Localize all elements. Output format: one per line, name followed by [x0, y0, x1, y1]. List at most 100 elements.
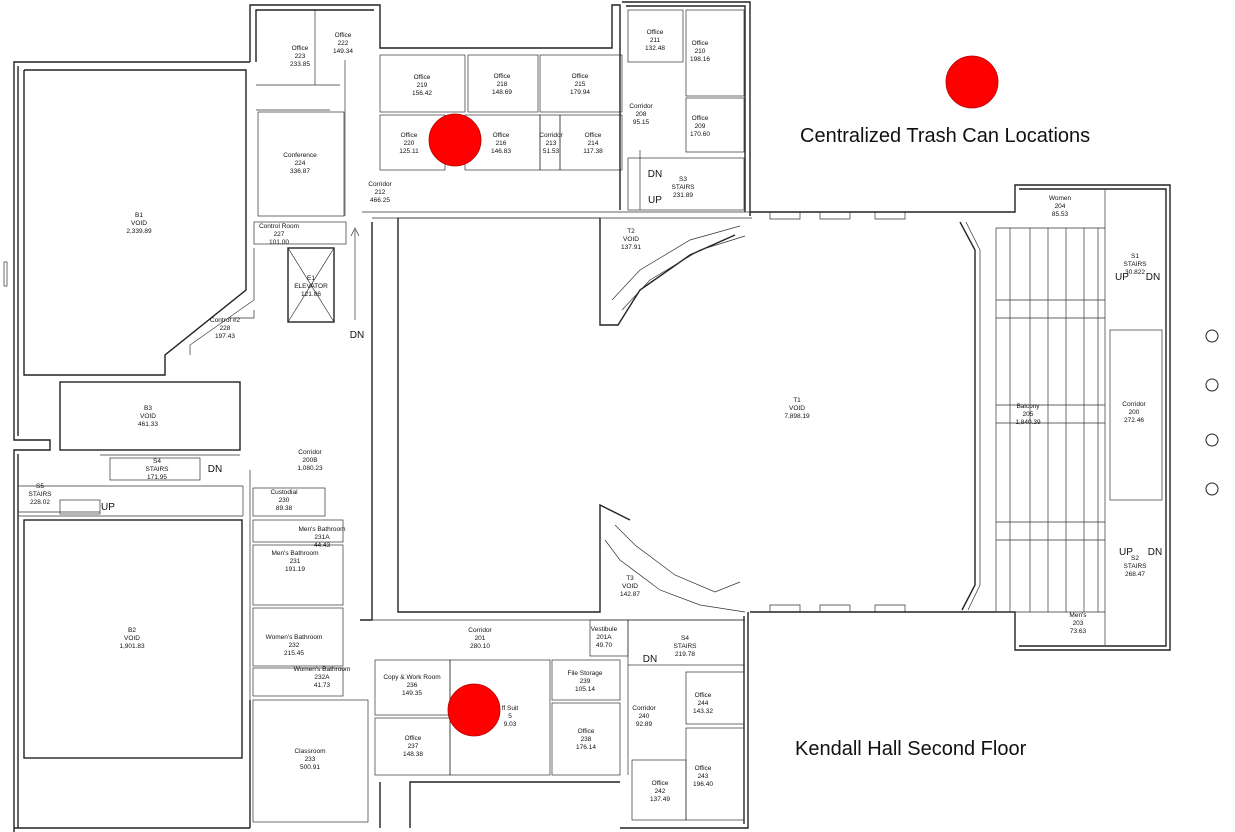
- room-label-line: E1: [307, 275, 315, 282]
- room-label-line: 137.91: [621, 244, 641, 251]
- room-label-line: Office: [494, 73, 511, 80]
- room-label-line: 336.87: [290, 168, 310, 175]
- legend-trash-icon: [945, 55, 999, 109]
- room-label-line: 132.48: [645, 45, 665, 52]
- room-label-line: 201A: [596, 634, 612, 641]
- room-label-line: 1,080.23: [297, 465, 323, 472]
- room-label-line: 227: [274, 231, 285, 238]
- room-label-line: 466.25: [370, 197, 390, 204]
- room-label-line: 117.38: [583, 148, 603, 155]
- room-label-line: 228: [220, 325, 231, 332]
- stair-mark-dn-3: DN: [648, 169, 662, 180]
- trash-can-markers: [428, 113, 501, 737]
- room-label-line: Office: [652, 780, 669, 787]
- room-label-line: 228.02: [30, 499, 50, 506]
- room-label-line: Corridor: [298, 449, 322, 456]
- room-label-line: 9.03: [504, 721, 517, 728]
- room-label-line: 210: [695, 48, 706, 55]
- room-label-line: Office: [578, 728, 595, 735]
- room-label-line: Men's Bathroom: [298, 526, 345, 533]
- room-label-line: Vestibule: [591, 626, 618, 633]
- room-label-line: S1: [1131, 253, 1139, 260]
- room-label-line: Women's Bathroom: [294, 666, 351, 673]
- circle-marker-icon: [1205, 433, 1219, 447]
- circle-marker-icon: [1205, 329, 1219, 343]
- room-label-line: 105.14: [575, 686, 595, 693]
- room-label-line: 223: [295, 53, 306, 60]
- room-label-line: 230: [279, 497, 290, 504]
- room-label-line: Copy & Work Room: [383, 674, 440, 681]
- room-label-line: 149.34: [333, 48, 353, 55]
- room-label-line: 233: [305, 756, 316, 763]
- room-label-line: STAIRS: [674, 643, 698, 650]
- room-label-line: 244: [698, 700, 709, 707]
- room-label-line: VOID: [622, 583, 638, 590]
- room-label-line: 216: [496, 140, 507, 147]
- room-label-line: Conference: [283, 152, 317, 159]
- room-label-line: 137.49: [650, 796, 670, 803]
- stair-mark-up-1: UP: [101, 502, 115, 513]
- room-label-line: 243: [698, 773, 709, 780]
- plan-title: Kendall Hall Second Floor: [795, 738, 1027, 760]
- room-label-line: 200B: [302, 457, 317, 464]
- room-label-line: VOID: [623, 236, 639, 243]
- room-label-line: 89.38: [276, 505, 293, 512]
- room-label-line: 191.19: [285, 566, 305, 573]
- legend: Centralized Trash Can Locations: [800, 55, 1090, 147]
- room-label-line: Office: [692, 115, 709, 122]
- room-label-line: 5: [508, 713, 512, 720]
- room-label-line: 215.45: [284, 650, 304, 657]
- circle-marker-icon: [1205, 378, 1219, 392]
- room-label-line: 125.11: [399, 148, 419, 155]
- room-label-line: 212: [375, 189, 386, 196]
- south-partitions: [372, 619, 745, 821]
- room-label-line: 179.94: [570, 89, 590, 96]
- room-label-line: Office: [292, 45, 309, 52]
- room-label-line: Control Room: [259, 223, 299, 230]
- room-label-line: B3: [144, 405, 152, 412]
- stair-mark-up-3: UP: [1115, 272, 1129, 283]
- room-label-line: 232A: [314, 674, 330, 681]
- room-label-line: 148.38: [403, 751, 423, 758]
- room-label-line: 238: [581, 736, 592, 743]
- trash-can-marker-north: [428, 113, 482, 167]
- room-label-line: T2: [627, 228, 635, 235]
- room-label-line: T1: [793, 397, 801, 404]
- room-label-line: STAIRS: [146, 466, 170, 473]
- room-label-line: 268.47: [1125, 571, 1145, 578]
- room-label-line: 121.86: [301, 291, 321, 298]
- room-label-line: 95.15: [633, 119, 650, 126]
- room-label-line: S3: [679, 176, 687, 183]
- room-label-line: 85.53: [1052, 211, 1069, 218]
- room-label-line: Corridor: [1122, 401, 1146, 408]
- room-label-line: VOID: [789, 405, 805, 412]
- room-label-line: 30.822: [1125, 269, 1145, 276]
- room-label-line: S5: [36, 483, 44, 490]
- room-label-line: B1: [135, 212, 143, 219]
- room-label-line: 156.42: [412, 90, 432, 97]
- room-label-line: File Storage: [567, 670, 602, 677]
- stair-mark-dn-6: DN: [643, 654, 657, 665]
- room-label-line: 272.46: [1124, 417, 1144, 424]
- room-label-line: 49.70: [596, 642, 613, 649]
- room-label-line: 146.83: [491, 148, 511, 155]
- stair-mark-dn-4: DN: [1146, 272, 1160, 283]
- room-label-line: Corridor: [539, 132, 563, 139]
